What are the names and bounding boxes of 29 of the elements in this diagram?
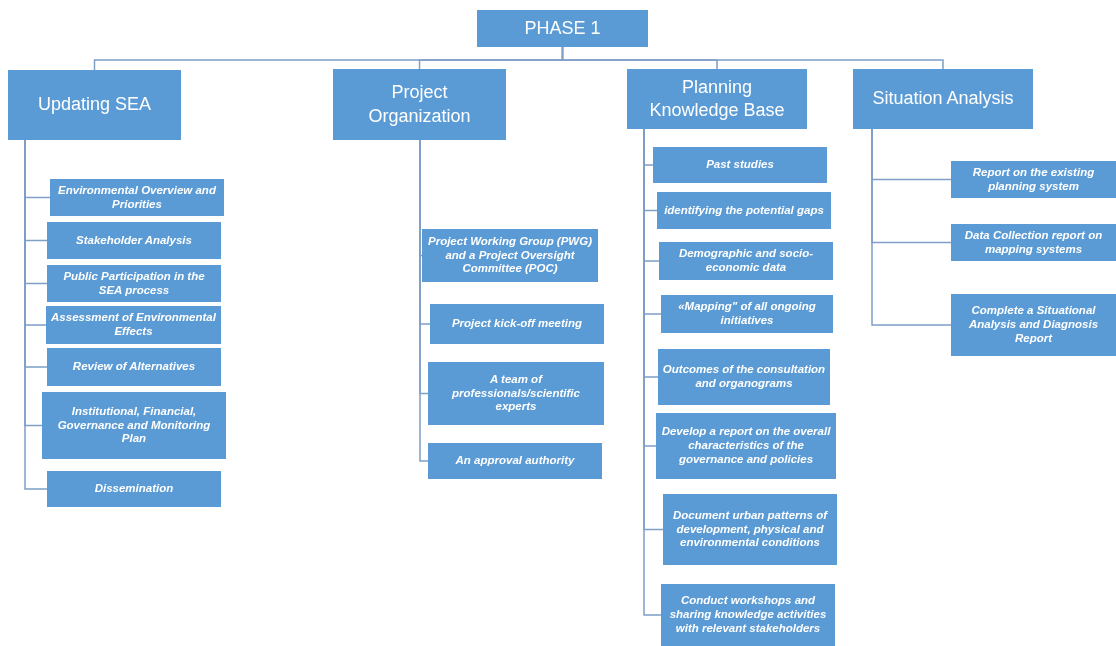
task-box: Demographic and socio-economic data [659, 242, 833, 280]
task-box: Develop a report on the overall characteristics of the governance and policies [656, 413, 836, 479]
task-box: Report on the existing planning system [951, 161, 1116, 198]
task-box: Institutional, Financial, Governance and Monitoring Plan [42, 392, 226, 459]
task-box: «Mapping" of all ongoing initiatives [661, 295, 833, 333]
task-box: Outcomes of the consultation and organograms [658, 349, 830, 405]
task-box: A team of professionals/scientific experts [428, 362, 604, 425]
task-box: Assessment of Environmental Effects [46, 306, 221, 344]
connector-line [871, 128, 952, 326]
task-box: Dissemination [47, 471, 221, 507]
task-box: Public Participation in the SEA process [47, 265, 221, 302]
task-box: Document urban patterns of development, physical and environmental conditions [663, 494, 837, 565]
task-box: Past studies [653, 147, 827, 183]
task-box: Environmental Overview and Priorities [50, 179, 224, 216]
task-box: Project kick-off meeting [430, 304, 604, 344]
phase-box: PHASE 1 [477, 10, 648, 47]
task-box: An approval authority [428, 443, 602, 479]
task-box: Stakeholder Analysis [47, 222, 221, 259]
connector-line [561, 46, 944, 70]
task-box: Complete a Situational Analysis and Diagnosis Report [951, 294, 1116, 356]
task-box: Project Working Group (PWG) and a Project Oversight Committee (POC) [422, 229, 598, 282]
category-box: Situation Analysis [853, 69, 1033, 129]
category-box: Updating SEA [8, 70, 181, 140]
task-box: Data Collection report on mapping systems [951, 224, 1116, 261]
task-box: identifying the potential gaps [657, 192, 831, 229]
task-box: Conduct workshops and sharing knowledge activities with relevant stakeholders [661, 584, 835, 646]
category-box: Project Organization [333, 69, 506, 140]
task-box: Review of Alternatives [47, 348, 221, 386]
category-box: Planning Knowledge Base [627, 69, 807, 129]
